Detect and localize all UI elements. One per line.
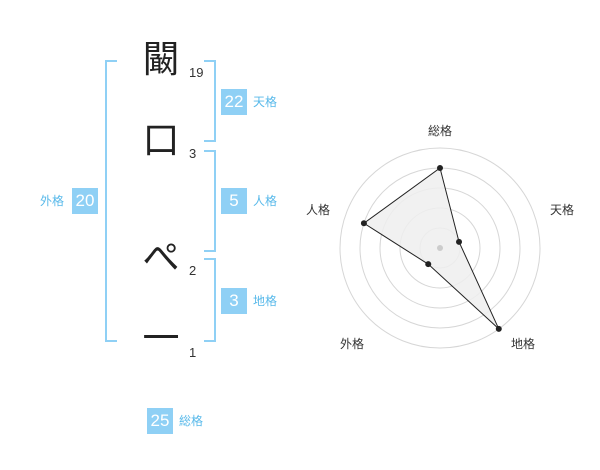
stroke-count-2: 3 (189, 146, 197, 161)
radar-polygon (363, 167, 500, 330)
radar-label-soukaku: 総格 (428, 124, 453, 138)
gaikaku-value: 20 (72, 188, 98, 214)
tenkaku-bracket (204, 60, 216, 142)
name-char-3: ぺ (142, 236, 180, 279)
tenkaku-value: 22 (221, 89, 247, 115)
radar-point (495, 325, 502, 332)
name-char-2: 口 (142, 119, 180, 162)
jinkaku-label: 人格 (253, 194, 278, 208)
radar-ring (339, 147, 541, 349)
chikaku-label: 地格 (253, 294, 278, 308)
radar-point (437, 165, 443, 171)
name-char-1: 闞 (142, 38, 180, 81)
soukaku-label: 総格 (179, 414, 204, 428)
radar-label-chikaku: 地格 (511, 337, 536, 351)
stroke-count-3: 2 (189, 263, 197, 278)
radar-point (360, 220, 367, 227)
jinkaku-bracket (204, 150, 216, 252)
radar-point (456, 238, 463, 245)
jinkaku-value: 5 (221, 188, 247, 214)
stroke-count-1: 19 (189, 65, 204, 80)
gaikaku-label: 外格 (40, 194, 65, 208)
soukaku-value: 25 (147, 408, 173, 434)
tenkaku-label: 天格 (253, 95, 278, 109)
gaikaku-bracket (105, 60, 117, 342)
radar-label-jinkaku: 人格 (306, 203, 331, 217)
radar-label-tenkaku: 天格 (550, 203, 575, 217)
radar-center-dot (437, 245, 443, 251)
chikaku-value: 3 (221, 288, 247, 314)
radar-label-gaikaku: 外格 (340, 337, 365, 351)
stroke-count-4: 1 (189, 345, 197, 360)
chikaku-bracket (204, 258, 216, 342)
name-char-4: 一 (142, 317, 180, 360)
radar-point (425, 261, 432, 268)
